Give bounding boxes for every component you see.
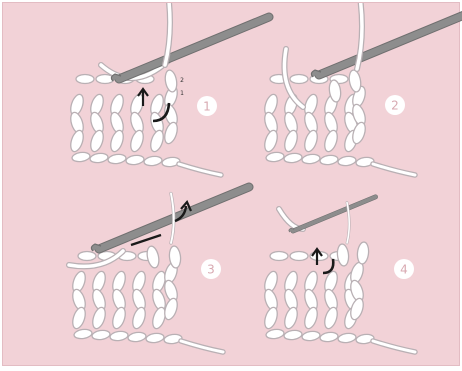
step-number-3: 3: [207, 263, 215, 277]
step-badge-4: 4: [394, 259, 414, 279]
step-number-4: 4: [400, 263, 408, 277]
step-badge-2: 2: [385, 95, 405, 115]
yarn-over-label-1: 1: [180, 90, 184, 97]
diagram-frame: 2 1 1 2 3: [2, 2, 460, 366]
step-badge-3: 3: [201, 259, 221, 279]
step-1-illustration: 2 1: [68, 3, 269, 175]
step-2-illustration: [262, 3, 462, 175]
step-badge-1: 1: [197, 96, 217, 116]
step-number-2: 2: [391, 99, 399, 113]
step-4-illustration: [262, 197, 415, 352]
yarn-over-label-2: 2: [180, 77, 184, 84]
crochet-steps-diagram: 2 1 1 2 3: [3, 3, 462, 371]
step-number-1: 1: [203, 100, 211, 114]
step-3-illustration: [69, 187, 249, 352]
